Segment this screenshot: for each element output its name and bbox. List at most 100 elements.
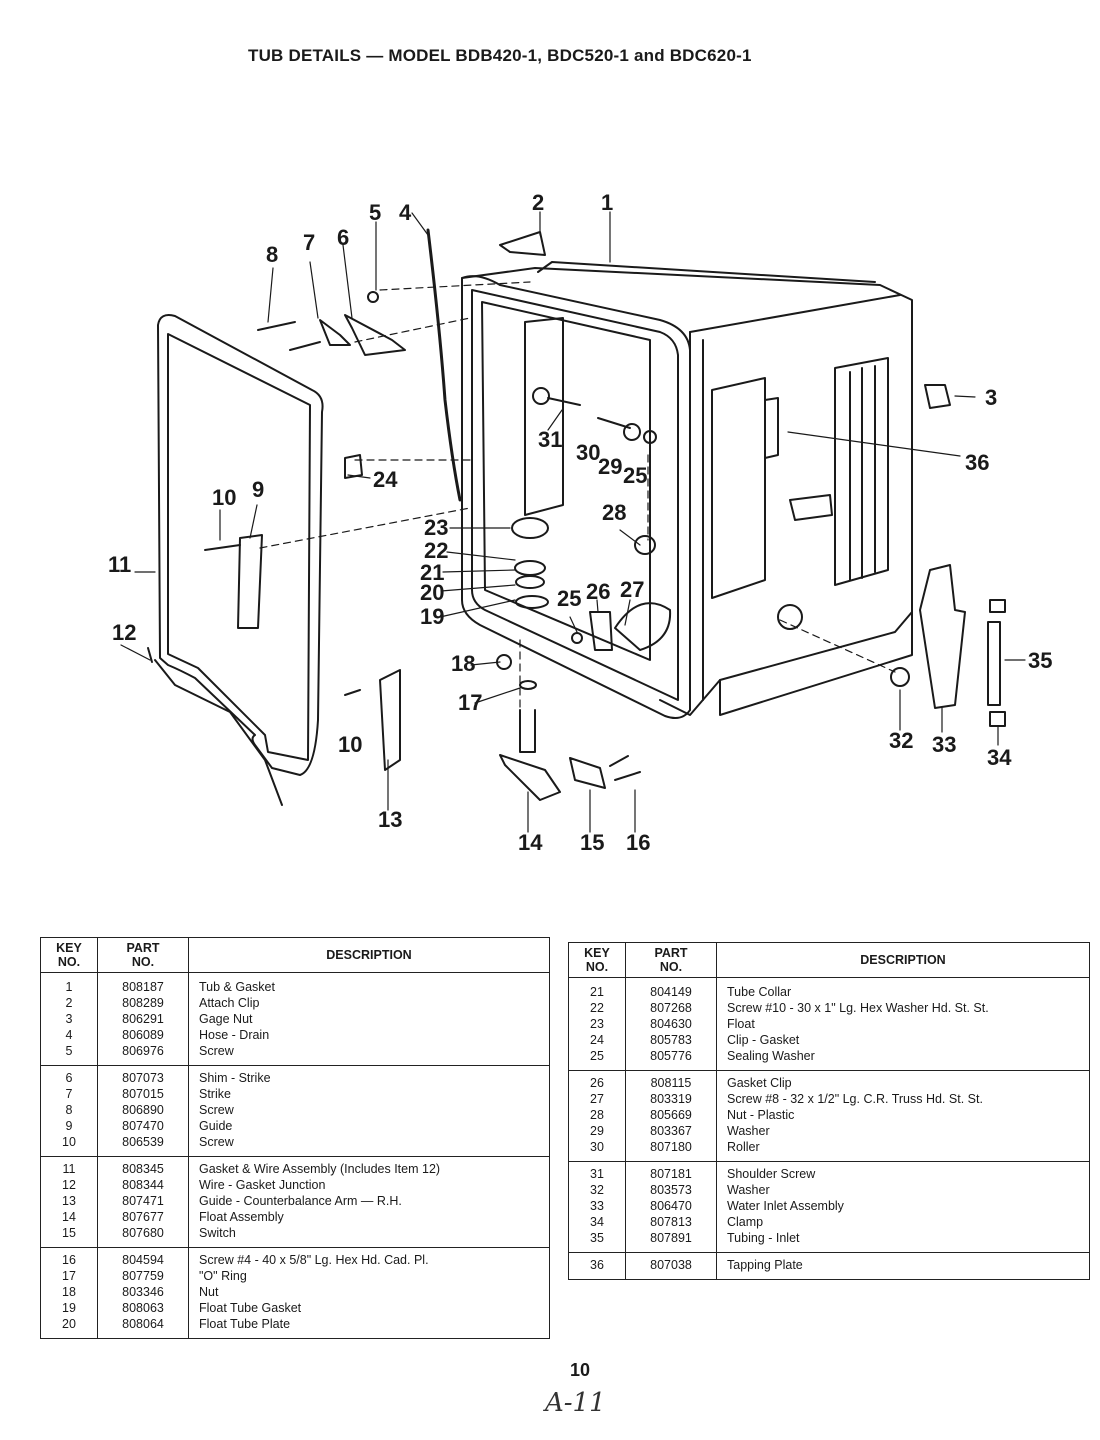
- key-number: 15: [40, 1225, 98, 1248]
- part-number: 805669: [625, 1107, 717, 1123]
- callout-label: 21: [420, 560, 444, 585]
- callout-label: 8: [266, 242, 278, 267]
- part-description: Strike: [199, 1087, 231, 1101]
- callout-label: 34: [987, 745, 1012, 770]
- key-column-header: KEY NO.: [40, 937, 98, 973]
- part-description: Water Inlet Assembly: [727, 1199, 844, 1213]
- callout-label: 17: [458, 690, 482, 715]
- callout-label: 20: [420, 580, 444, 605]
- part-description: Float Assembly: [199, 1210, 284, 1224]
- part-number: 806089: [97, 1027, 189, 1043]
- key-number: 8: [40, 1102, 98, 1118]
- part-description: Shim - Strike: [188, 1065, 550, 1086]
- part-description: Tube Collar: [727, 985, 792, 999]
- callout-label: 3: [985, 385, 997, 410]
- key-number: 12: [40, 1177, 98, 1193]
- part-number: 807038: [625, 1252, 717, 1280]
- part-number: 807181: [625, 1161, 717, 1182]
- key-number: 10: [40, 1134, 98, 1157]
- description-column-header: DESCRIPTION: [188, 937, 550, 973]
- key-number: 14: [40, 1209, 98, 1225]
- part-description: Gage Nut: [199, 1012, 253, 1026]
- key-number: 11: [40, 1156, 98, 1177]
- part-column-header: PART NO.: [625, 942, 717, 978]
- description-column-header: DESCRIPTION: [716, 942, 1090, 978]
- callout-label: 5: [369, 200, 381, 225]
- part-number: 806976: [97, 1043, 189, 1066]
- part-number: 803319: [625, 1091, 717, 1107]
- callout-label: 4: [399, 200, 412, 225]
- key-number: 27: [568, 1091, 626, 1107]
- part-number: 806291: [97, 1011, 189, 1027]
- part-description: Float: [727, 1017, 755, 1031]
- part-number: 807680: [97, 1225, 189, 1248]
- callout-label: 12: [112, 620, 136, 645]
- callout-label: 30: [576, 440, 600, 465]
- key-number: 35: [568, 1230, 626, 1253]
- fasteners: [204, 231, 1006, 771]
- part-number: 806470: [625, 1198, 717, 1214]
- key-number: 24: [568, 1032, 626, 1048]
- callout-label: 32: [889, 728, 913, 753]
- callout-label: 19: [420, 604, 444, 629]
- key-number: 25: [568, 1048, 626, 1071]
- key-number: 5: [40, 1043, 98, 1066]
- callout-label: 1: [601, 190, 613, 215]
- float-components: [499, 517, 641, 801]
- callout-label: 29: [598, 454, 622, 479]
- key-number: 4: [40, 1027, 98, 1043]
- part-description: Nut - Plastic: [727, 1108, 795, 1122]
- callout-label: 2: [532, 190, 544, 215]
- key-number: 7: [40, 1086, 98, 1102]
- callout-label: 33: [932, 732, 956, 757]
- part-description: "O" Ring: [199, 1269, 247, 1283]
- part-number: 805776: [625, 1048, 717, 1071]
- callout-label: 25: [623, 463, 647, 488]
- callout-label: 9: [252, 477, 264, 502]
- part-number: 807891: [625, 1230, 717, 1253]
- part-description: Screw: [199, 1044, 234, 1058]
- key-number: 3: [40, 1011, 98, 1027]
- callout-label: 23: [424, 515, 448, 540]
- callout-label: 27: [620, 577, 644, 602]
- key-number: 17: [40, 1268, 98, 1284]
- callout-label: 22: [424, 538, 448, 563]
- part-number: 807268: [625, 1000, 717, 1016]
- callout-label: 28: [602, 500, 626, 525]
- part-column-header: PART NO.: [97, 937, 189, 973]
- key-number: 9: [40, 1118, 98, 1134]
- part-number: 804594: [97, 1247, 189, 1268]
- part-number: 805783: [625, 1032, 717, 1048]
- callout-label: 25: [557, 586, 581, 611]
- key-number: 21: [568, 977, 626, 1000]
- part-description: Gasket & Wire Assembly (Includes Item 12…: [188, 1156, 550, 1177]
- part-description: Washer: [727, 1124, 770, 1138]
- key-number: 13: [40, 1193, 98, 1209]
- door-gasket-assembly: [147, 314, 324, 806]
- part-description: Guide - Counterbalance Arm — R.H.: [199, 1194, 402, 1208]
- part-number: 807471: [97, 1193, 189, 1209]
- key-number: 19: [40, 1300, 98, 1316]
- part-number: 806890: [97, 1102, 189, 1118]
- key-number: 16: [40, 1247, 98, 1268]
- key-number: 28: [568, 1107, 626, 1123]
- part-description: Washer: [727, 1183, 770, 1197]
- key-number: 29: [568, 1123, 626, 1139]
- exploded-parts-diagram: 1234567891010111213141516171819202122232…: [108, 190, 1052, 855]
